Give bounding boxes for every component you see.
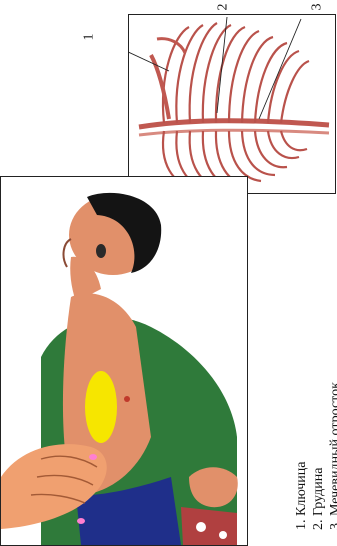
- legend-item-xiphoid: 3. Мечевидный отросток: [327, 382, 337, 530]
- legend-item-sternum: 2. Грудина: [310, 382, 327, 530]
- cartoon-person-illustration: [1, 177, 247, 545]
- callout-3: 3: [311, 4, 325, 11]
- rib-cage-panel: [128, 14, 336, 194]
- callout-1: 1: [83, 34, 97, 41]
- legend-item-clavicle: 1. Ключица: [293, 382, 310, 530]
- rib-cage-illustration: [129, 15, 334, 192]
- legend: 1. Ключица 2. Грудина 3. Мечевидный отро…: [293, 382, 337, 530]
- cartoon-panel: [0, 176, 248, 546]
- callout-2: 2: [217, 4, 231, 11]
